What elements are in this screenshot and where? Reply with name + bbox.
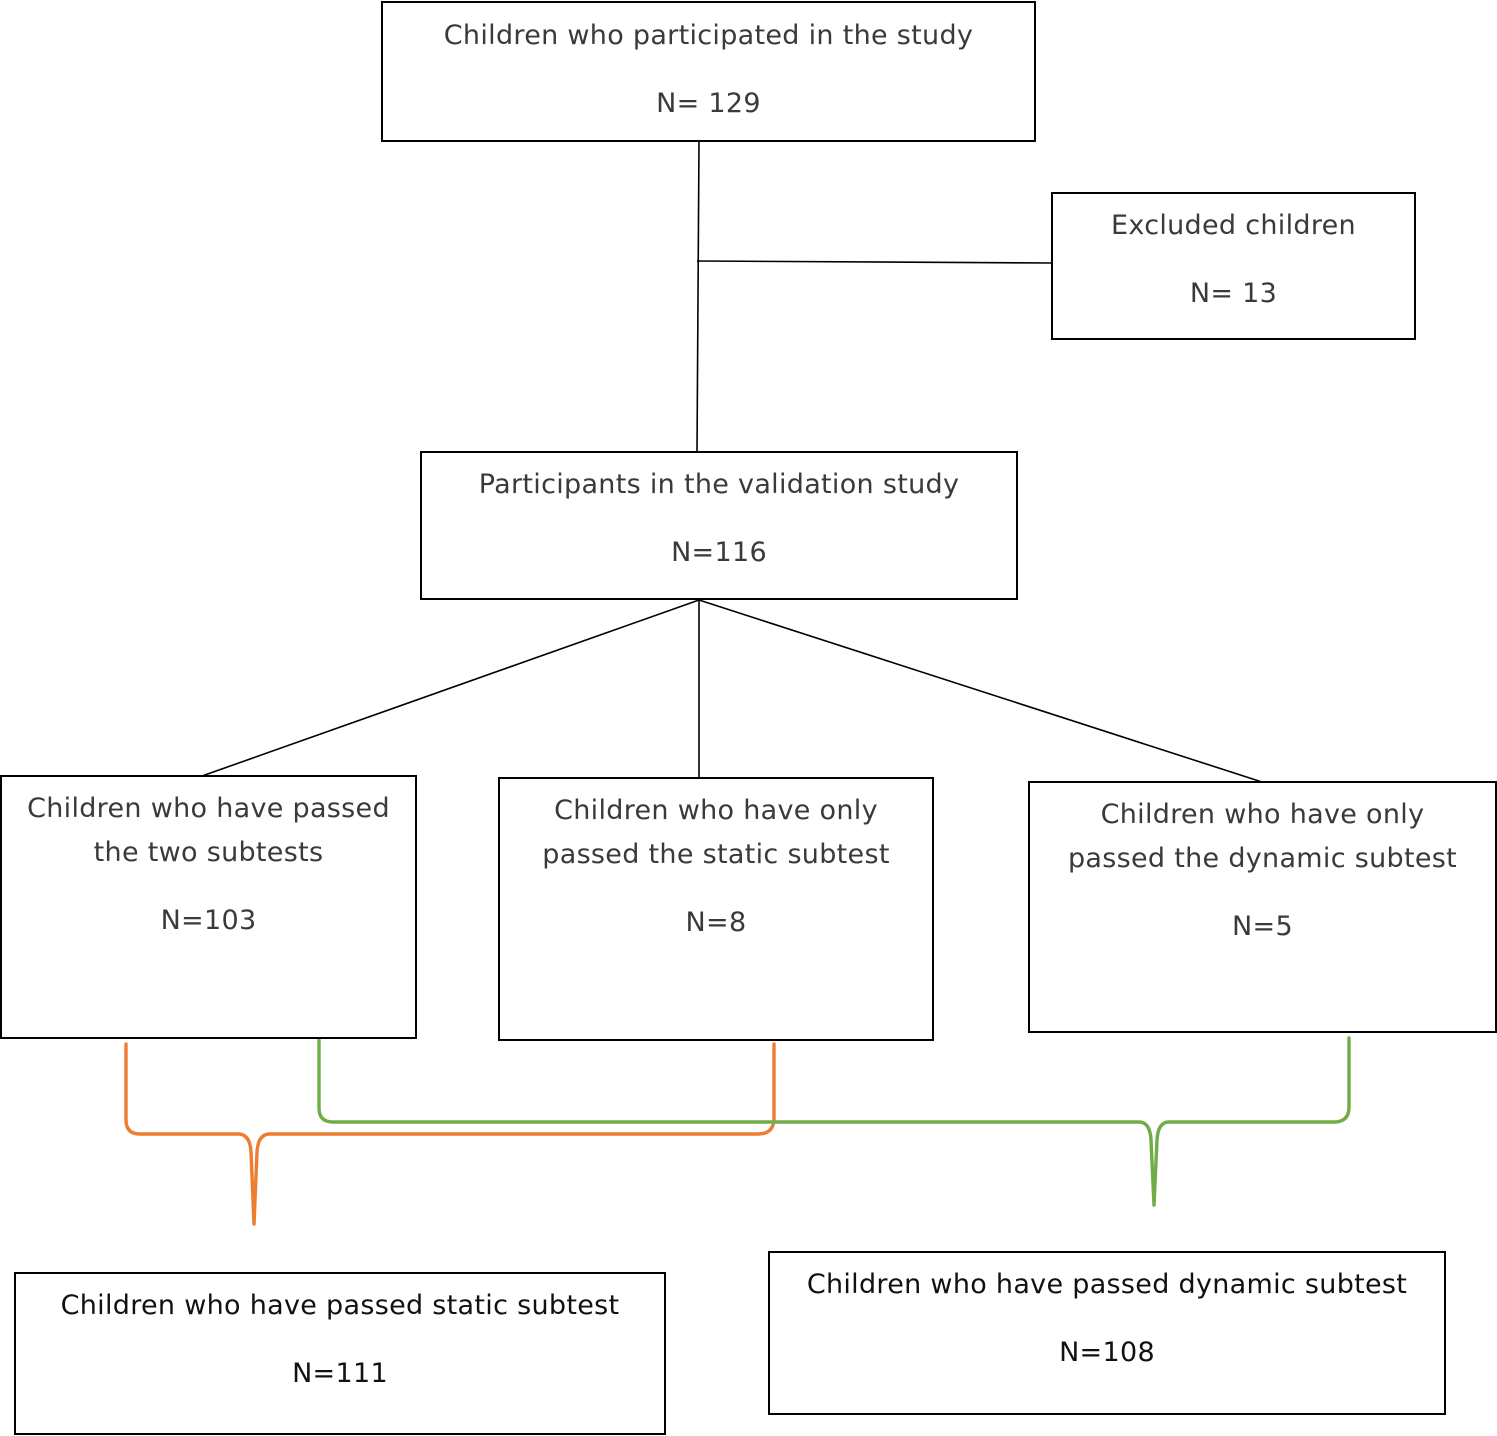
- only-static-title-line2: passed the static subtest: [542, 839, 890, 870]
- only-dynamic-box: Children who have only passed the dynami…: [1028, 781, 1497, 1033]
- static-bracket: [124, 1042, 776, 1226]
- passed-two-box: Children who have passed the two subtest…: [0, 775, 417, 1039]
- only-dynamic-title-line1: Children who have only: [1100, 799, 1425, 830]
- passed-static-count: N=111: [292, 1358, 388, 1389]
- participated-count: N= 129: [656, 88, 761, 119]
- only-dynamic-count: N=5: [1232, 911, 1293, 942]
- excluded-box: Excluded children N= 13: [1051, 192, 1416, 340]
- connector-validation-to-only-dynamic: [698, 599, 1263, 783]
- passed-two-count: N=103: [160, 905, 257, 936]
- passed-dynamic-box: Children who have passed dynamic subtest…: [768, 1251, 1446, 1415]
- participated-box: Children who participated in the study N…: [381, 1, 1036, 142]
- passed-dynamic-title: Children who have passed dynamic subtest: [806, 1269, 1408, 1300]
- passed-static-box: Children who have passed static subtest …: [14, 1272, 666, 1435]
- validation-title: Participants in the validation study: [478, 469, 960, 500]
- connector-top-to-validation: [696, 140, 700, 454]
- passed-two-title-line1: Children who have passed: [27, 793, 390, 824]
- excluded-count: N= 13: [1189, 278, 1278, 309]
- passed-static-title: Children who have passed static subtest: [60, 1290, 620, 1321]
- validation-count: N=116: [671, 537, 767, 568]
- connector-to-excluded: [696, 260, 1053, 264]
- connector-validation-to-passed-two: [201, 599, 700, 777]
- validation-box: Participants in the validation study N=1…: [420, 451, 1018, 600]
- only-static-count: N=8: [685, 907, 747, 938]
- only-static-box: Children who have only passed the static…: [498, 777, 934, 1041]
- passed-dynamic-count: N=108: [1059, 1337, 1155, 1368]
- participated-title: Children who participated in the study: [443, 20, 974, 51]
- only-static-title-line1: Children who have only: [554, 795, 878, 826]
- dynamic-bracket: [317, 1036, 1351, 1207]
- passed-two-title-line2: the two subtests: [93, 837, 324, 868]
- excluded-title: Excluded children: [1111, 210, 1356, 241]
- only-dynamic-title-line2: passed the dynamic subtest: [1067, 843, 1458, 874]
